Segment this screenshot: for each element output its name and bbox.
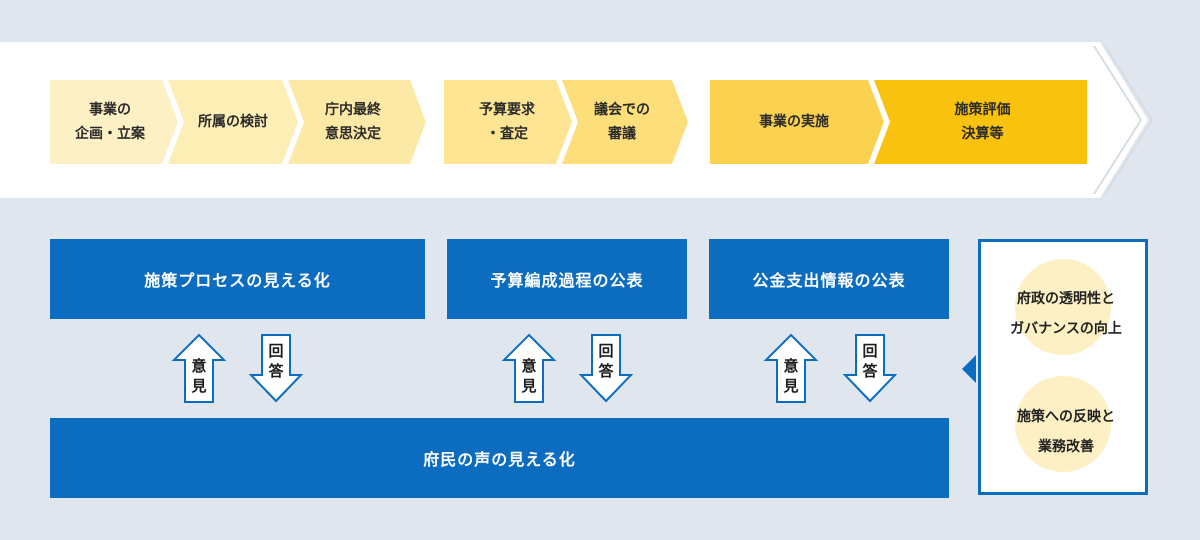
answer-label: 回答 [598, 342, 614, 380]
step-planning-shape [50, 80, 178, 164]
budget-publication-box: 予算編成過程の公表 [447, 239, 687, 319]
outcome-transparency: 府政の透明性と ガバナンスの向上 [1010, 291, 1122, 337]
step-planning: 事業の 企画・立案 [75, 102, 145, 142]
step-department-review-shape [168, 80, 298, 164]
step-evaluation-shape [874, 80, 1087, 164]
process-band-edge-inner [1093, 45, 1143, 195]
step-assembly-review: 議会での 審議 [594, 102, 650, 142]
outcome-circle [1015, 376, 1111, 472]
expenditure-publication-box: 公金支出情報の公表 [709, 239, 949, 319]
step-assembly-review-shape [562, 80, 688, 164]
opinion-label: 意見 [521, 357, 537, 395]
step-budget-request: 予算要求 ・査定 [479, 102, 535, 142]
outcomes-panel: 府政の透明性と ガバナンスの向上 施策への反映と 業務改善 [978, 239, 1148, 495]
step-evaluation: 施策評価 決算等 [954, 102, 1011, 142]
answer-label: 回答 [268, 342, 284, 380]
step-final-decision: 庁内最終 意思決定 [325, 102, 381, 142]
step-department-review: 所属の検討 [198, 114, 268, 130]
step-implementation: 事業の実施 [759, 114, 829, 130]
opinion-label: 意見 [191, 357, 207, 395]
process-visibility-box: 施策プロセスの見える化 [50, 239, 425, 319]
answer-label: 回答 [862, 342, 878, 380]
process-band-edge-outer [1104, 45, 1154, 195]
opinion-label: 意見 [783, 357, 799, 395]
step-budget-request-shape [444, 80, 572, 164]
outcome-reflection: 施策への反映と 業務改善 [1017, 409, 1115, 455]
step-final-decision-shape [288, 80, 426, 164]
step-implementation-shape [710, 80, 884, 164]
citizen-voice-box: 府民の声の見える化 [50, 418, 949, 498]
outcome-circle [1015, 259, 1111, 355]
